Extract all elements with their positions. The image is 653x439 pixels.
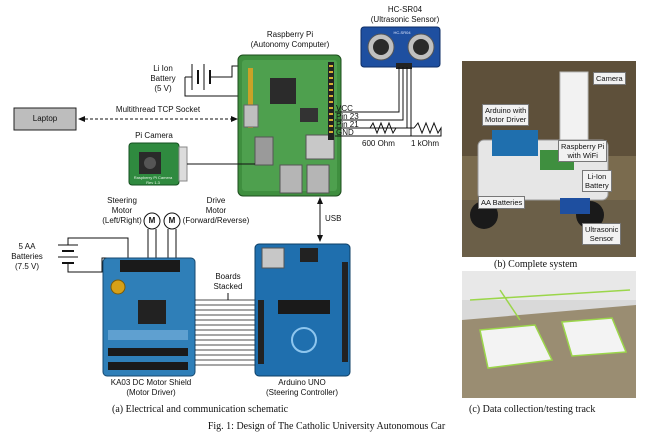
usb-arrow-top-head [317, 197, 323, 204]
callout-raspberry-pi-wifi: Raspberry Pi with WiFi [558, 140, 608, 162]
pi-camera-pcb-text: Raspberry Pi Camera Rev 1.3 [131, 175, 175, 185]
callout-aa-batteries: AA Batteries [478, 196, 526, 209]
aa-line-2: Batteries [11, 252, 43, 261]
hc-line-1: HC-SR04 [387, 5, 423, 14]
aa-line-3: (7.5 V) [14, 262, 39, 271]
motor-steering-m: M [148, 216, 156, 225]
hc-line-2: (Ultrasonic Sensor) [370, 15, 440, 24]
drive-line-1: Drive [206, 196, 226, 205]
hc-sr04-label: HC-SR04 (Ultrasonic Sensor) [360, 5, 450, 25]
motor-drive-m: M [168, 216, 176, 225]
figure-caption: Fig. 1: Design of The Catholic Universit… [207, 421, 446, 432]
stacked-connection-lines [195, 299, 255, 366]
caption-c: (c) Data collection/testing track [469, 404, 596, 415]
usb-label: USB [325, 214, 342, 223]
pcb-pi-line-1: Raspberry Pi Camera [133, 175, 173, 180]
callout-li-ion-battery: Li-Ion Battery [582, 170, 612, 192]
hc-sr04-board [360, 26, 441, 69]
li-ion-line-1: Li Ion [153, 64, 173, 73]
caption-b: (b) Complete system [494, 259, 578, 270]
pin-vcc-label: VCC [336, 104, 353, 113]
shield-line-2: (Motor Driver) [126, 388, 176, 397]
rpi-line-2: (Autonomy Computer) [250, 40, 330, 49]
li-ion-line-3: (5 V) [154, 84, 172, 93]
steer-line-2: Motor [111, 206, 133, 215]
callout-ultrasonic-sensor: Ultrasonic Sensor [582, 223, 622, 245]
photo-test-track [462, 271, 636, 398]
arduino-label: Arduino UNO (Steering Controller) [252, 378, 352, 398]
callout-arduino-motor-driver: Arduino with Motor Driver [482, 104, 530, 126]
raspberry-pi-board [237, 54, 342, 197]
caption-a: (a) Electrical and communication schemat… [112, 404, 289, 415]
motor-shield-label: KA03 DC Motor Shield (Motor Driver) [86, 378, 216, 398]
shield-line-1: KA03 DC Motor Shield [110, 378, 192, 387]
tcp-socket-label: Multithread TCP Socket [115, 105, 201, 114]
arduino-line-1: Arduino UNO [278, 378, 326, 387]
pi-camera-label: Pi Camera [135, 131, 173, 140]
drive-motor-label: Drive Motor (Forward/Reverse) [178, 196, 254, 226]
stacked-line-2: Stacked [213, 282, 243, 291]
boards-stacked-label: Boards Stacked [205, 272, 251, 292]
steer-line-1: Steering [107, 196, 137, 205]
pcb-pi-line-2: Rev 1.3 [146, 180, 160, 185]
steer-line-3: (Left/Right) [102, 216, 142, 225]
sensor-wires [335, 67, 442, 137]
aa-battery-symbol [58, 237, 134, 273]
rpi-line-1: Raspberry Pi [266, 30, 314, 39]
aa-line-1: 5 AA [18, 242, 36, 251]
pin-21-label: Pin 21 [336, 120, 359, 129]
usb-arrow-bottom-head [317, 235, 323, 242]
aa-batteries-label: 5 AA Batteries (7.5 V) [4, 242, 50, 272]
raspberry-pi-label: Raspberry Pi (Autonomy Computer) [240, 30, 340, 50]
drive-line-3: (Forward/Reverse) [182, 216, 250, 225]
callout-camera: Camera [593, 72, 626, 85]
pin-gnd-label: GND [336, 128, 354, 137]
pin-23-label: Pin 23 [336, 112, 359, 121]
motor-symbols [143, 212, 181, 258]
steering-motor-label: Steering Motor (Left/Right) [92, 196, 152, 226]
tcp-arrow-left-head [78, 116, 85, 122]
pi-camera-board [128, 142, 188, 186]
laptop-label: Laptop [32, 114, 58, 123]
stacked-line-1: Boards [215, 272, 241, 281]
hc-sr04-pcb-text: HC-SR04 [393, 30, 411, 35]
resistor-600-label: 600 Ohm [362, 139, 395, 148]
drive-line-2: Motor [205, 206, 227, 215]
laptop-box [13, 107, 77, 131]
motor-shield-board [102, 257, 196, 377]
tcp-arrow-right-head [231, 116, 238, 122]
li-ion-battery-label: Li Ion Battery (5 V) [138, 64, 188, 94]
li-ion-line-2: Battery [150, 74, 176, 83]
arduino-line-2: (Steering Controller) [265, 388, 339, 397]
resistor-1k-label: 1 kOhm [411, 139, 440, 148]
arduino-uno-board [254, 243, 351, 377]
